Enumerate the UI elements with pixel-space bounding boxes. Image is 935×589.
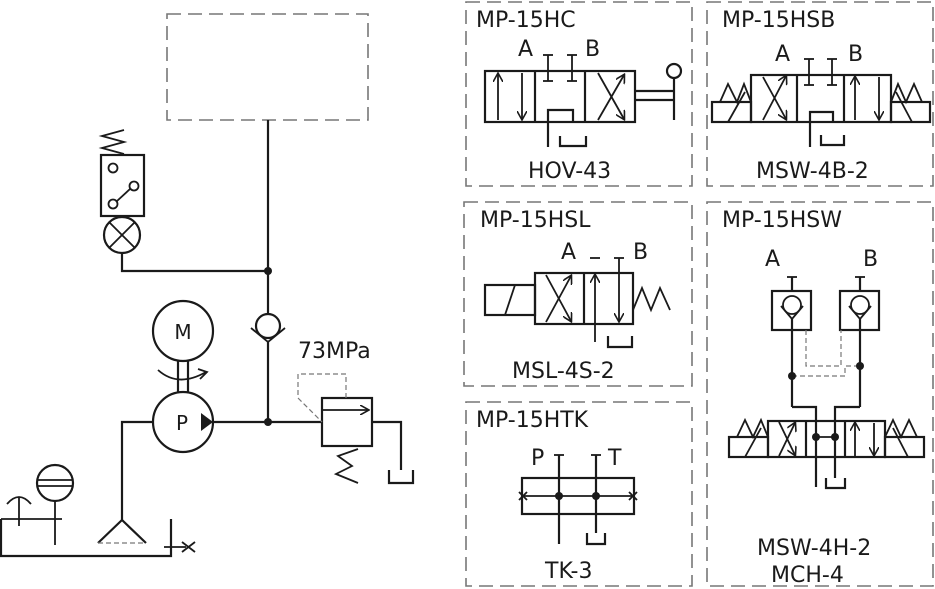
panel-title: MP-15HSB [722, 8, 835, 33]
model-label: HOV-43 [528, 159, 611, 184]
port-label-a: A [775, 42, 790, 67]
model-label-secondary: MCH-4 [771, 563, 844, 588]
pump-label: P [176, 411, 188, 435]
solenoid-valve-icon [727, 417, 926, 490]
level-gauge-icon [35, 463, 75, 545]
main-circuit: M P [0, 13, 415, 558]
panel-mp-15hsb: MP-15HSB A B MSW-4B-2 [706, 1, 934, 187]
panel-mp-15hsl: MP-15HSL A B MSL-4S-2 [463, 201, 693, 387]
panel-mp-15hc: MP-15HC A B HOV-43 [465, 1, 693, 187]
suction-filter-icon [97, 518, 147, 544]
spring-icon [632, 285, 671, 313]
actuator-placeholder [166, 13, 369, 121]
port-label-b: B [848, 42, 863, 67]
model-label: MSL-4S-2 [512, 359, 615, 384]
rotation-arrow-icon [157, 369, 207, 381]
port-label-a: A [765, 247, 780, 272]
model-label: MSW-4H-2 [757, 536, 871, 561]
motor: M [151, 299, 215, 363]
model-label: TK-3 [544, 559, 593, 584]
solenoid-spring-valve-icon [483, 257, 671, 349]
port-label-b: B [633, 240, 648, 265]
drain-valve-icon [164, 541, 196, 553]
panel-title: MP-15HC [476, 8, 576, 33]
port-label-b: B [863, 247, 878, 272]
directional-valve-icon [483, 54, 683, 148]
indicator-lamp-icon [102, 215, 142, 255]
model-label: MSW-4B-2 [756, 159, 869, 184]
port-label-a: A [561, 240, 576, 265]
lever-knob-icon [665, 62, 683, 80]
port-label-p: P [531, 446, 544, 471]
panel-mp-15hsw: MP-15HSW A B [706, 201, 934, 588]
tank [0, 519, 173, 558]
port-label-t: T [607, 446, 622, 471]
check-valve-icon [250, 312, 286, 344]
suction-line [120, 420, 153, 520]
pump: P [151, 390, 215, 454]
panel-title: MP-15HSW [722, 208, 842, 233]
relief-valve: 73MPa [297, 339, 415, 485]
air-breather-icon [1, 496, 62, 526]
tank-return-icon [387, 470, 415, 485]
spring-icon [333, 448, 359, 484]
port-label-b: B [585, 37, 600, 62]
panel-mp-15htk: MP-15HTK P T TK-3 [465, 401, 693, 587]
switch-line [120, 253, 268, 273]
panel-title: MP-15HSL [480, 208, 591, 233]
relief-setting-label: 73MPa [298, 339, 371, 364]
pressure-switch [98, 129, 146, 218]
pilot-check-valves-icon [770, 276, 881, 487]
motor-label: M [174, 320, 191, 344]
solenoid-valve-icon [710, 58, 932, 147]
port-label-a: A [518, 37, 533, 62]
terminal-block-icon [518, 454, 638, 546]
pump-output-triangle [201, 413, 213, 431]
panel-title: MP-15HTK [476, 408, 589, 433]
